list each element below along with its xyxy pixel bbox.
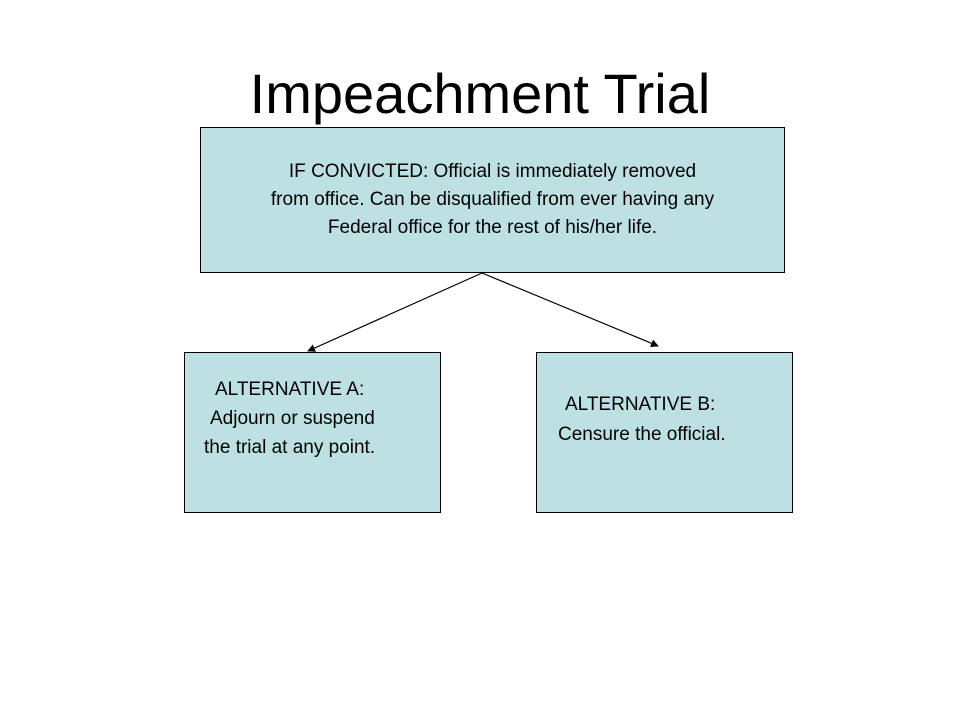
alternative-a-heading: ALTERNATIVE A:: [215, 379, 365, 400]
alternative-a-box: ALTERNATIVE A: Adjourn or suspend the tr…: [184, 352, 441, 513]
arrow-to-alternative-a: [307, 272, 483, 352]
page-title: Impeachment Trial: [249, 62, 711, 125]
conviction-line-3: Federal office for the rest of his/her l…: [327, 217, 658, 238]
alternative-b-line-1: Censure the official.: [558, 424, 726, 445]
alternative-b-box: ALTERNATIVE B: Censure the official.: [536, 352, 793, 513]
arrow-to-alternative-b: [481, 272, 659, 348]
alternative-a-line-2: the trial at any point.: [204, 437, 376, 458]
conviction-line-1: IF CONVICTED: Official is immediately re…: [288, 161, 697, 182]
conviction-line-2: from office. Can be disqualified from ev…: [270, 189, 715, 210]
conviction-box: IF CONVICTED: Official is immediately re…: [200, 127, 785, 273]
alternative-a-line-1: Adjourn or suspend: [210, 408, 375, 429]
alternative-b-heading: ALTERNATIVE B:: [565, 394, 716, 415]
